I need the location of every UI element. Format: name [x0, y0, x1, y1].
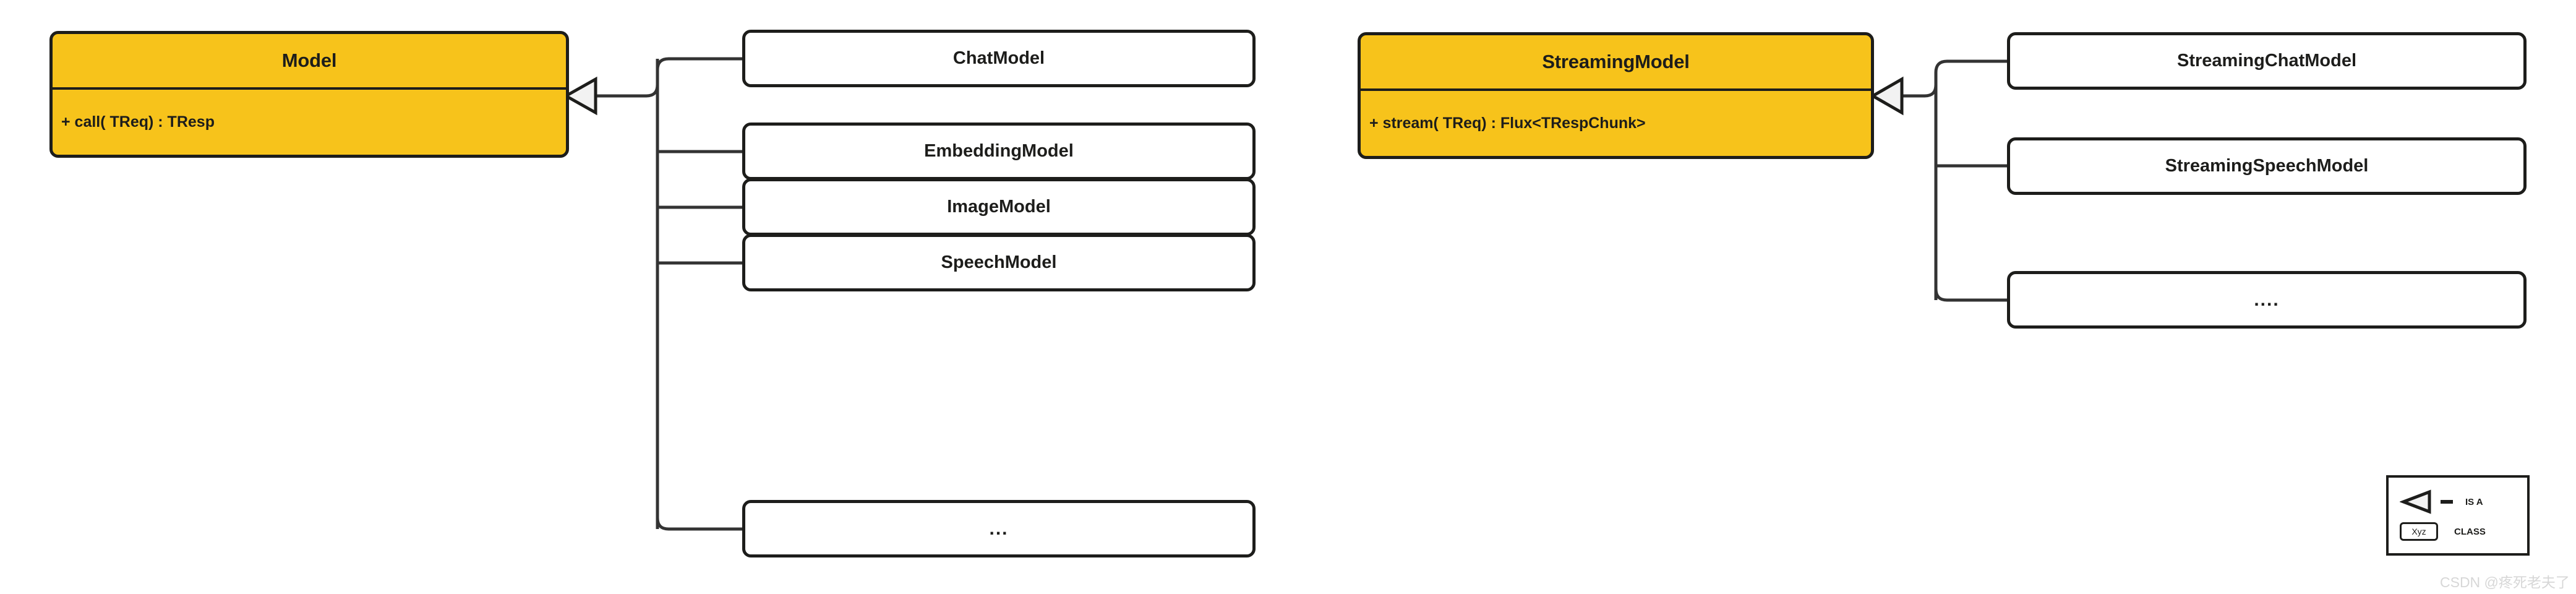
class-box-imagemodel[interactable]: ImageModel: [742, 178, 1256, 236]
left-branch-5: [656, 517, 742, 531]
class-box-more-right[interactable]: ....: [2007, 271, 2527, 329]
class-operation-streamingmodel-stream: + stream( TReq) : Flux<TRespChunk>: [1369, 114, 1646, 132]
class-box-embeddingmodel[interactable]: EmbeddingModel: [742, 123, 1256, 180]
class-title-streamingmodel: StreamingModel: [1542, 51, 1690, 72]
class-title-model: Model: [281, 50, 337, 71]
class-divider-streaming: [1361, 88, 1871, 91]
is-a-arrow-icon: [2400, 489, 2453, 514]
class-divider: [53, 87, 566, 90]
class-box-speechmodel[interactable]: SpeechModel: [742, 234, 1256, 291]
legend-label-class: CLASS: [2454, 526, 2486, 537]
class-title-more-right: ....: [2254, 289, 2280, 310]
class-title-chatmodel: ChatModel: [952, 48, 1045, 68]
right-branch-3: [1934, 288, 2007, 302]
class-operation-model-call: + call( TReq) : TResp: [61, 113, 215, 131]
legend-label-is-a: IS A: [2465, 496, 2483, 507]
class-box-model[interactable]: Model + call( TReq) : TResp: [49, 31, 569, 158]
legend-panel: IS A Xyz CLASS: [2386, 475, 2530, 556]
class-title-speechmodel: SpeechModel: [941, 252, 1057, 272]
legend-row-is-a: IS A: [2400, 489, 2521, 515]
legend-class-chip: Xyz: [2400, 522, 2438, 541]
right-branch-1: [1924, 59, 2007, 98]
class-title-more-left: ...: [989, 518, 1009, 539]
class-box-streamingchatmodel[interactable]: StreamingChatModel: [2007, 32, 2527, 90]
class-box-streamingspeechmodel[interactable]: StreamingSpeechModel: [2007, 137, 2527, 195]
class-title-imagemodel: ImageModel: [947, 197, 1051, 217]
class-title-streamingspeechmodel: StreamingSpeechModel: [2165, 156, 2369, 176]
legend-row-class: Xyz CLASS: [2400, 519, 2521, 544]
right-is-a-arrowhead: [1869, 76, 1904, 116]
left-is-a-arrowhead: [562, 76, 597, 116]
left-connectors: [562, 57, 742, 531]
class-title-embeddingmodel: EmbeddingModel: [924, 141, 1074, 161]
class-title-streamingchatmodel: StreamingChatModel: [2176, 51, 2357, 71]
class-box-chatmodel[interactable]: ChatModel: [742, 30, 1256, 87]
left-branch-1: [646, 57, 742, 98]
right-connectors: [1869, 59, 2007, 302]
class-box-more-left[interactable]: ...: [742, 500, 1256, 557]
watermark-text: CSDN @疼死老夫了: [2440, 574, 2570, 590]
class-box-streamingmodel[interactable]: StreamingModel + stream( TReq) : Flux<TR…: [1358, 32, 1874, 159]
